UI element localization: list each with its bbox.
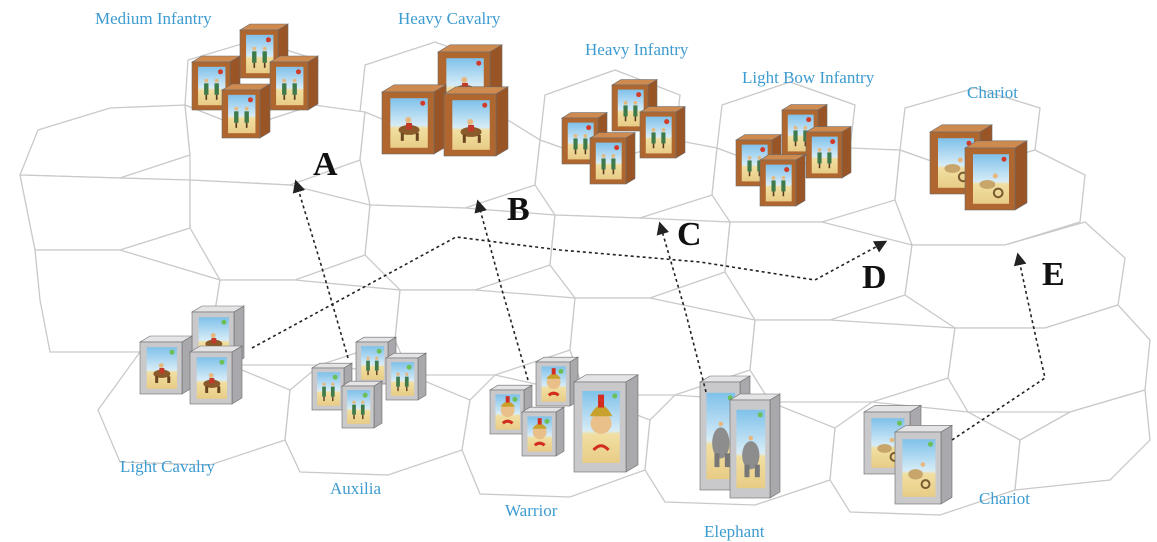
target-letter-c: C [677, 216, 702, 253]
unit-block[interactable] [963, 140, 1029, 211]
label-auxilia: Auxilia [330, 479, 381, 498]
unit-block[interactable] [804, 126, 853, 179]
unit-auxilia[interactable] [310, 336, 428, 429]
hex-cell[interactable] [19, 174, 191, 251]
unit-block[interactable] [588, 132, 637, 185]
unit-block[interactable] [190, 55, 242, 111]
arrow-elephant-to-c [656, 221, 707, 393]
unit-elephant[interactable] [698, 375, 782, 499]
unit-block[interactable] [728, 393, 782, 499]
arrow-auxilia-to-a [292, 179, 349, 359]
target-letter-d: D [862, 259, 887, 296]
unit-light-cavalry[interactable] [138, 305, 246, 405]
label-light-bow-infantry: Light Bow Infantry [742, 68, 875, 87]
unit-layer [138, 23, 1029, 505]
hex-grid [19, 39, 1151, 516]
arrow-chariot-to-e [951, 252, 1046, 441]
unit-block[interactable] [238, 23, 290, 79]
unit-block[interactable] [268, 55, 320, 111]
unit-block[interactable] [384, 352, 428, 401]
label-heavy-infantry: Heavy Infantry [585, 40, 689, 59]
unit-block[interactable] [188, 345, 244, 405]
unit-block[interactable] [534, 356, 580, 407]
movement-arrows [251, 179, 1046, 441]
hex-cell[interactable] [394, 289, 576, 376]
unit-block[interactable] [310, 362, 354, 411]
hex-cell[interactable] [749, 319, 956, 403]
label-elephant: Elephant [704, 522, 765, 541]
unit-block[interactable] [758, 154, 807, 207]
unit-block[interactable] [340, 380, 384, 429]
hex-cell[interactable] [1014, 389, 1151, 491]
label-warrior: Warrior [505, 501, 558, 520]
unit-block[interactable] [520, 406, 566, 457]
unit-block[interactable] [572, 374, 640, 473]
target-letter-e: E [1042, 256, 1065, 293]
target-letter-b: B [507, 191, 530, 228]
target-letter-a: A [313, 146, 338, 183]
hex-cell[interactable] [189, 179, 371, 281]
unit-block[interactable] [638, 106, 687, 159]
hex-cell[interactable] [724, 221, 913, 321]
unit-block[interactable] [442, 86, 510, 157]
unit-block[interactable] [893, 424, 954, 505]
unit-block[interactable] [220, 83, 272, 139]
label-heavy-cavalry: Heavy Cavalry [398, 9, 501, 28]
arrow-light-cavalry-to-d [251, 236, 888, 349]
label-medium-infantry: Medium Infantry [95, 9, 212, 28]
unit-light-bow-infantry[interactable] [734, 104, 853, 207]
unit-block[interactable] [380, 84, 448, 155]
unit-warrior-leader[interactable] [572, 374, 640, 473]
unit-chariot-own[interactable] [862, 404, 954, 505]
unit-medium-infantry[interactable] [190, 23, 320, 139]
hex-cell[interactable] [19, 104, 191, 179]
unit-chariot-enemy[interactable] [928, 124, 1029, 211]
hex-cell[interactable] [549, 214, 731, 299]
hex-cell[interactable] [184, 104, 366, 186]
label-chariot-enemy: Chariot [967, 83, 1018, 102]
label-light-cavalry: Light Cavalry [120, 457, 215, 476]
labels-layer: Medium Infantry Heavy Cavalry Heavy Infa… [95, 9, 1065, 541]
unit-block[interactable] [138, 335, 194, 395]
unit-warrior[interactable] [488, 356, 580, 457]
unit-heavy-cavalry[interactable] [380, 44, 510, 157]
unit-heavy-infantry[interactable] [560, 79, 687, 185]
arrow-warrior-to-b [474, 199, 529, 381]
label-chariot-own: Chariot [979, 489, 1030, 508]
